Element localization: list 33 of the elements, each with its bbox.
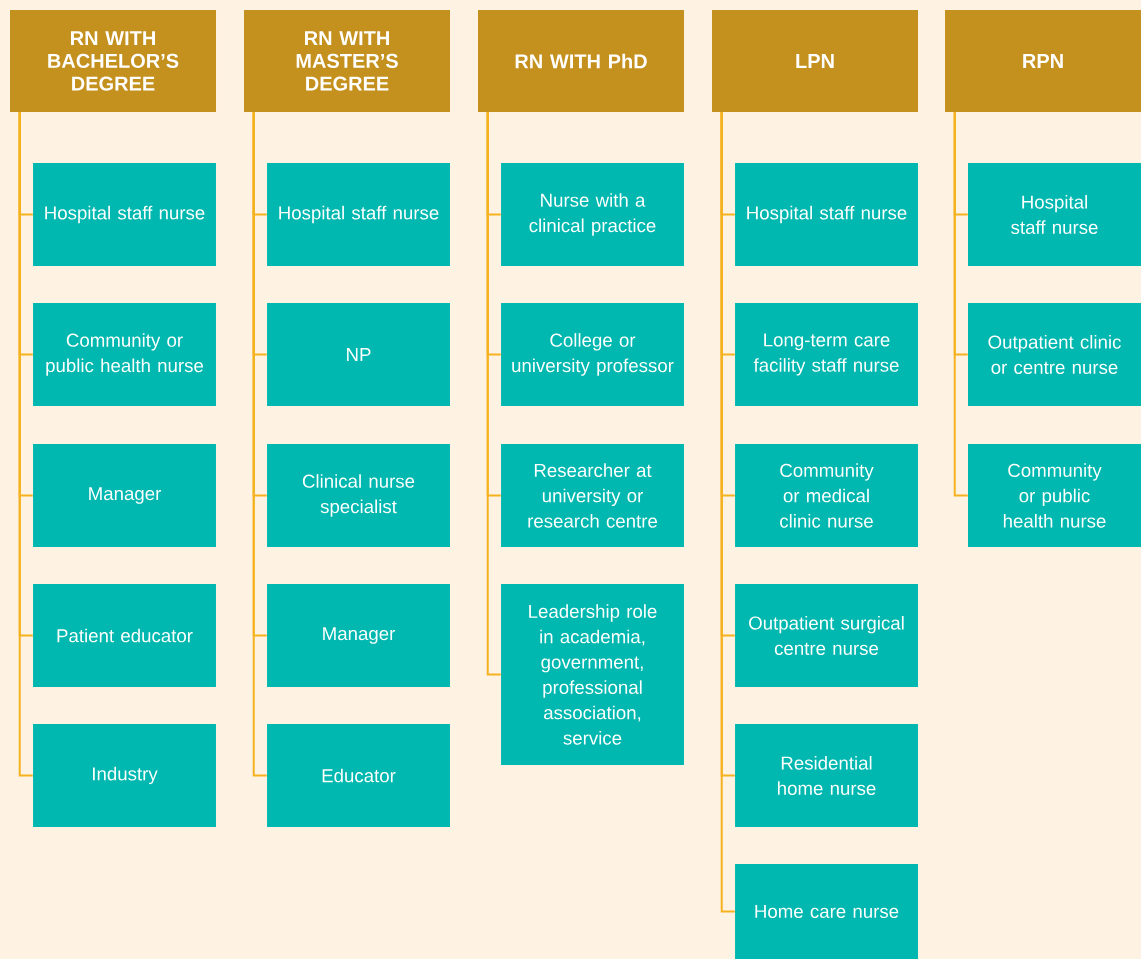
career-box: Manager [33,444,216,547]
connector-line [252,111,268,777]
connector-line [720,111,736,913]
connector-line [486,111,502,676]
connector-line [953,111,969,497]
career-box: Home care nurse [735,864,918,959]
career-box: Educator [267,724,450,827]
career-box: Hospital staff nurse [33,163,216,266]
career-box: Clinical nurse specialist [267,444,450,547]
career-box: Residential home nurse [735,724,918,827]
career-box: Researcher at university or research centre [501,444,684,547]
career-box: Hospital staff nurse [735,163,918,266]
career-box: Long-term care facility staff nurse [735,303,918,406]
career-box: Hospital staff nurse [267,163,450,266]
career-box: Hospital staff nurse [968,163,1141,266]
career-box: Community or medical clinic nurse [735,444,918,547]
career-box: Outpatient clinic or centre nurse [968,303,1141,406]
career-box: Leadership role in academia, government, professional association, service [501,583,684,766]
degree-header-box: RN WITH MASTER’S DEGREE [244,10,450,112]
career-box: Manager [267,584,450,687]
degree-header-box: RN WITH BACHELOR’S DEGREE [10,10,216,112]
career-box: Nurse with a clinical practice [501,163,684,266]
degree-header-box: RPN [945,10,1141,112]
career-box: Community or public health nurse [968,444,1141,547]
career-box: NP [267,303,450,406]
career-box: Industry [33,724,216,827]
degree-header-box: LPN [712,10,918,112]
career-box: Patient educator [33,584,216,687]
connector-line [18,111,34,777]
degree-header-box: RN WITH PhD [478,10,684,112]
career-box: Community or public health nurse [33,303,216,406]
career-box: Outpatient surgical centre nurse [735,584,918,687]
career-box: College or university professor [501,303,684,406]
